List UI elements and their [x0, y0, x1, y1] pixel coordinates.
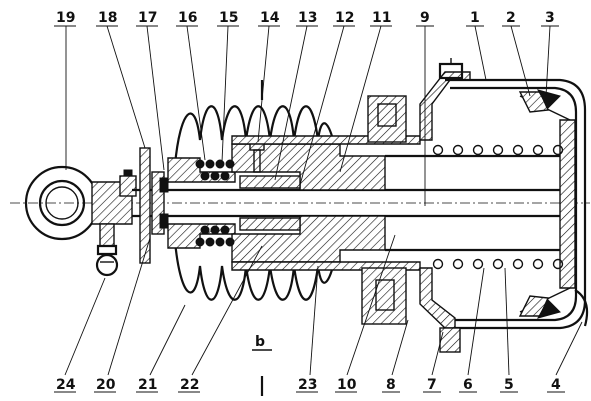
return-spring [432, 144, 564, 270]
label-24: 24 [56, 377, 76, 393]
label-16: 16 [178, 10, 197, 26]
inner-spring [195, 159, 235, 247]
label-3: 3 [545, 10, 555, 26]
label-23: 23 [298, 377, 317, 393]
grease-nipple [95, 223, 119, 277]
label-1: 1 [470, 10, 480, 26]
end-flange [139, 147, 169, 264]
label-19: 19 [56, 10, 75, 26]
label-11: 11 [372, 10, 391, 26]
label-18: 18 [98, 10, 117, 26]
label-7: 7 [427, 377, 437, 393]
label-12: 12 [335, 10, 354, 26]
top-labels: 19 18 17 16 15 14 13 12 11 9 1 2 3 [54, 10, 559, 206]
label-21: 21 [138, 377, 157, 393]
label-2: 2 [506, 10, 516, 26]
guide-sleeve [167, 143, 386, 263]
label-15: 15 [219, 10, 238, 26]
section-label: b [255, 334, 265, 350]
eye-end [24, 165, 137, 241]
housing [419, 58, 587, 353]
label-4: 4 [551, 377, 561, 393]
label-13: 13 [298, 10, 317, 26]
seals [518, 89, 589, 327]
label-22: 22 [180, 377, 199, 393]
label-17: 17 [138, 10, 157, 26]
label-14: 14 [260, 10, 280, 26]
label-9: 9 [420, 10, 430, 26]
mounting-blocks [361, 95, 407, 325]
label-20: 20 [96, 377, 116, 393]
rubber-bellows [173, 105, 337, 301]
label-6: 6 [463, 377, 473, 393]
piston-head [519, 95, 576, 313]
label-10: 10 [337, 377, 357, 393]
label-8: 8 [386, 377, 396, 393]
bottom-labels: 24 20 21 22 23 10 8 7 6 5 4 [54, 234, 583, 393]
label-5: 5 [504, 377, 514, 393]
